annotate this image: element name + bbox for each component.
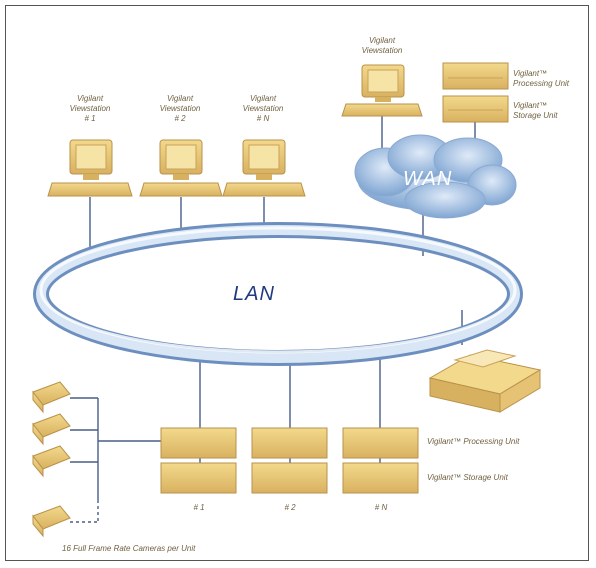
camera-3-icon [32,445,71,478]
unit-number-2: # 2 [284,503,296,512]
remote-viewstation [341,64,423,117]
lan-label: LAN [233,283,275,305]
site-processing-units [160,427,419,459]
viewstation-n [222,139,306,197]
cameras-caption: 16 Full Frame Rate Cameras per Unit [62,544,196,553]
camera-1-icon [32,381,71,414]
wan-cloud [354,134,517,219]
viewstation-1 [47,139,133,197]
site-processing-label: Vigilant™ Processing Unit [427,437,520,446]
site-storage-units [160,462,419,494]
camera-icons [32,381,71,538]
printer [428,349,542,413]
lan-ring [33,222,523,366]
remote-storage-unit [442,95,509,123]
camera-2-icon [32,413,71,446]
wan-label: WAN [403,168,453,190]
site-storage-label: Vigilant™ Storage Unit [427,473,508,482]
remote-processing-unit [442,62,509,90]
unit-number-n: # N [374,503,388,512]
camera-16-icon [32,505,71,538]
viewstation-2 [139,139,223,197]
unit-number-1: # 1 [193,503,205,512]
